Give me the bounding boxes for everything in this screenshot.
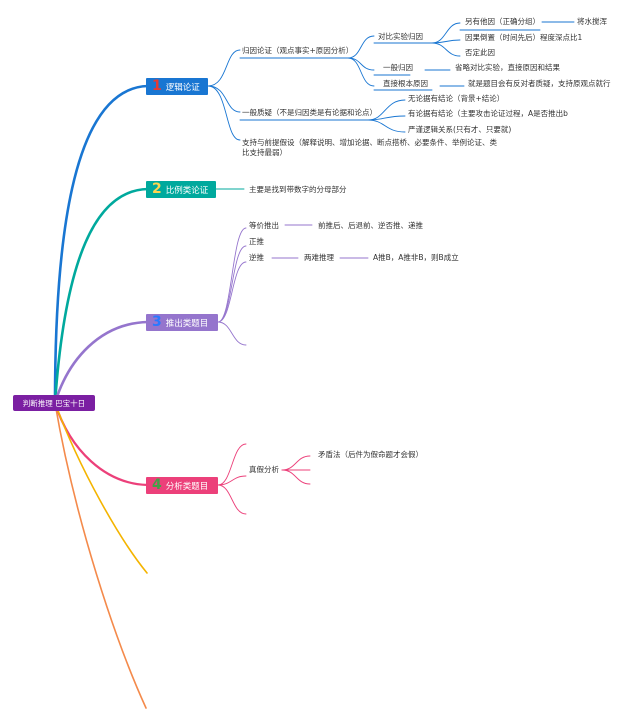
node-direct-note[interactable]: 就是题目会有反对者质疑，支持原观点就行 <box>468 79 611 88</box>
branch-label: 比例类论证 <box>165 185 209 196</box>
node-attribution[interactable]: 归因论证（观点事实+原因分析） <box>242 46 354 55</box>
node-support[interactable]: 支持与前提假设（解释说明、增加论据、断点搭桥、必要条件、举例论证、类比支持最弱） <box>242 138 497 157</box>
node-strict[interactable]: 严谨逻辑关系(只有才、只要就) <box>408 125 512 134</box>
branch-label: 推出类题目 <box>165 318 209 329</box>
node-truth[interactable]: 真假分析 <box>249 465 279 474</box>
branch-node-logic[interactable]: 1 逻辑论证 <box>146 78 208 95</box>
node-ratio-note[interactable]: 主要是找到带数字的分母部分 <box>249 185 347 194</box>
root-node[interactable]: 判断推理 巴宝十日 <box>13 395 95 411</box>
branch-line-5 <box>54 402 148 574</box>
branch-node-analysis[interactable]: 4 分析类题目 <box>146 477 218 494</box>
node-compare[interactable]: 对比实验归因 <box>378 32 423 41</box>
branch-node-infer[interactable]: 3 推出类题目 <box>146 314 218 331</box>
node-dilemma[interactable]: 两难推理 <box>304 253 334 262</box>
node-reverse[interactable]: 因果倒置（时间先后）程度深点比1 <box>465 33 583 42</box>
branch-number: 3 <box>152 314 162 330</box>
branch-label: 分析类题目 <box>165 481 209 492</box>
node-dilemma-note[interactable]: A推B，A推非B，则B成立 <box>373 253 459 262</box>
branch-node-ratio[interactable]: 2 比例类论证 <box>146 181 216 198</box>
node-has-evidence[interactable]: 有论据有结论（主要攻击论证过程，A是否推出b <box>408 109 568 118</box>
branch-number: 1 <box>152 78 162 94</box>
node-no-evidence[interactable]: 无论据有结论（背景+结论） <box>408 94 505 103</box>
branch-number: 4 <box>152 477 162 493</box>
node-backward[interactable]: 逆推 <box>249 253 264 262</box>
branch-number: 2 <box>152 181 162 197</box>
node-forward[interactable]: 正推 <box>249 237 264 246</box>
node-doubt[interactable]: 一般质疑（不是归因类是有论据和论点） <box>242 108 377 117</box>
node-other-cause[interactable]: 另有他因（正确分组） <box>465 17 540 26</box>
node-equiv[interactable]: 等价推出 <box>249 221 279 230</box>
branch-line-1 <box>53 84 150 405</box>
node-water[interactable]: 将水搅浑 <box>577 17 607 26</box>
node-general-attr[interactable]: 一般归因 <box>383 63 413 72</box>
node-contradict[interactable]: 矛盾法（后件为假命题才会假） <box>318 450 423 459</box>
node-general-attr-note[interactable]: 省略对比实验，直接原因和结果 <box>455 63 560 72</box>
branch-line-3 <box>53 320 150 405</box>
branch-label: 逻辑论证 <box>165 82 200 93</box>
branch-line-6 <box>54 402 147 709</box>
branch-line-2 <box>53 187 150 405</box>
node-deny[interactable]: 否定此因 <box>465 48 495 57</box>
node-direct[interactable]: 直接根本原因 <box>383 79 428 88</box>
node-equiv-note[interactable]: 前推后、后退前、逆否推、递推 <box>318 221 423 230</box>
